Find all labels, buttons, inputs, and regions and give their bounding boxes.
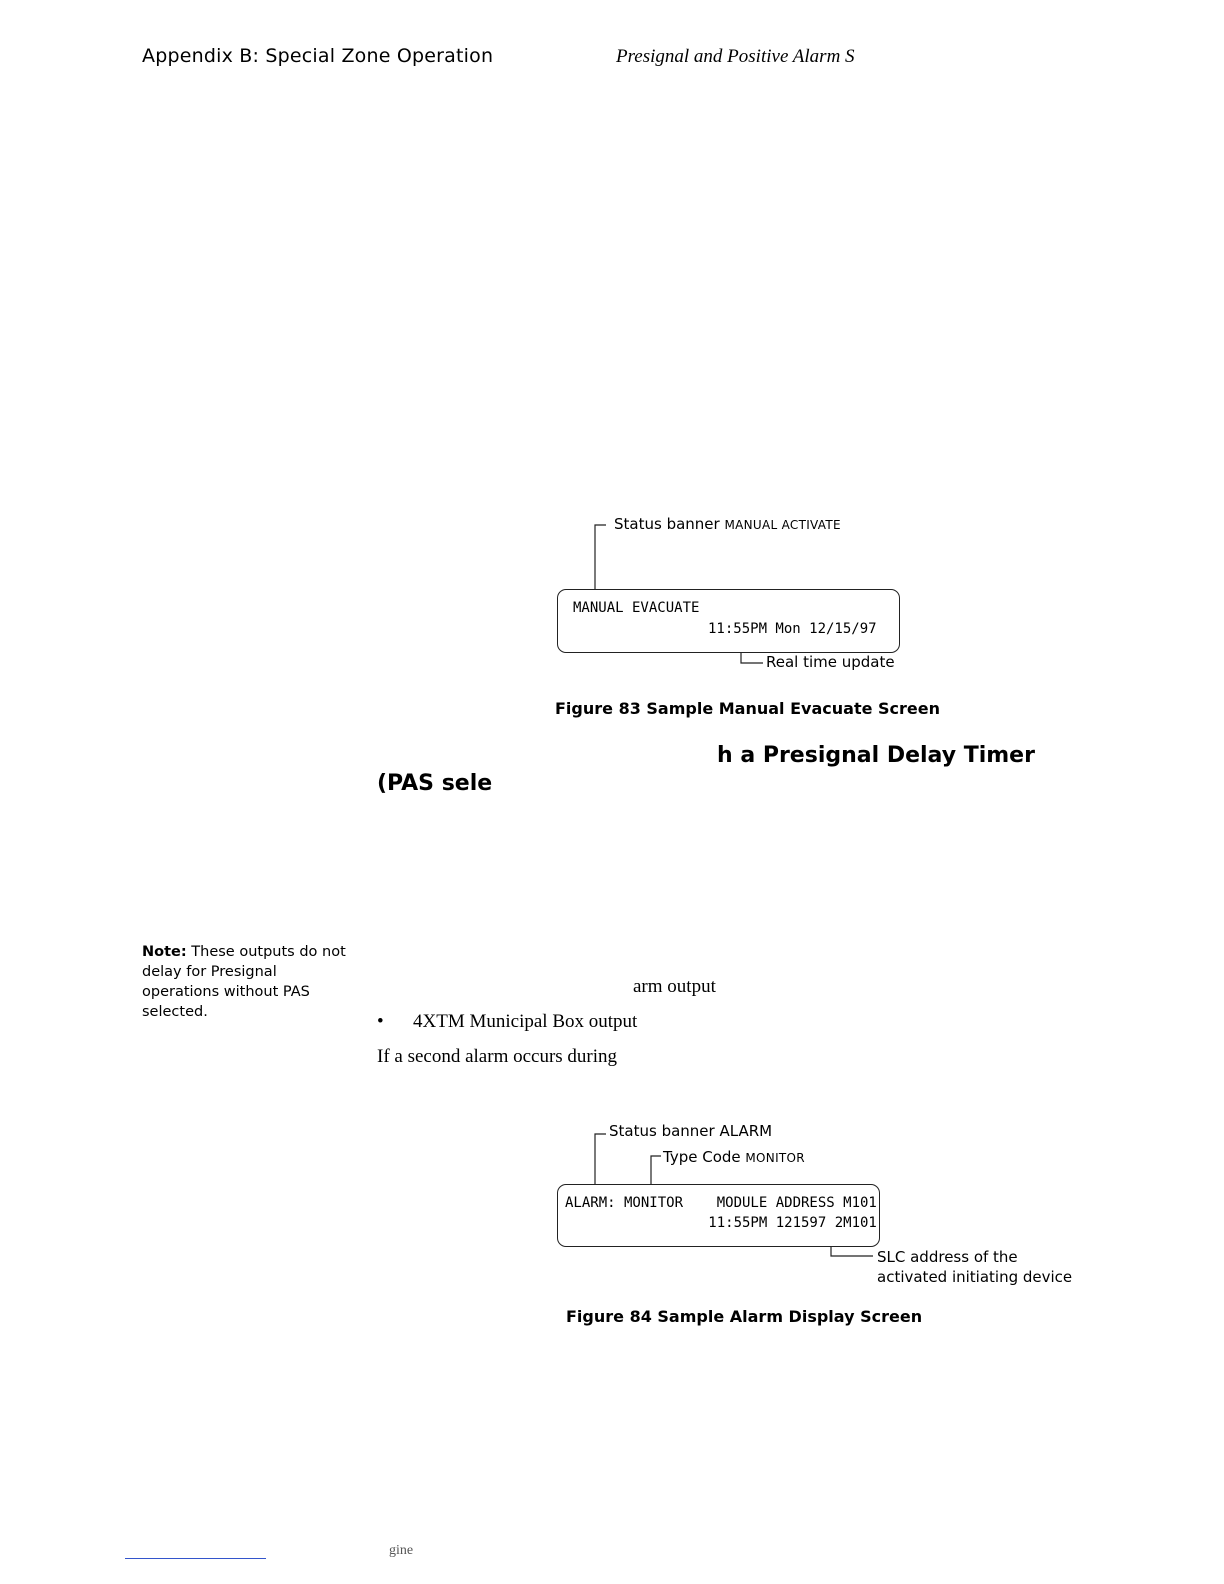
fig83-lcd-line1: MANUAL EVACUATE bbox=[573, 600, 700, 616]
body-fragment-alarm-output: arm output bbox=[633, 976, 716, 997]
margin-note-label: Note: bbox=[142, 944, 187, 960]
bullet-marker: • bbox=[377, 1011, 384, 1032]
fig84-status-banner-callout: Status banner ALARM bbox=[609, 1122, 773, 1140]
footer-text: gine bbox=[389, 1543, 414, 1558]
fig84-slc-callout-line2: activated initiating device bbox=[877, 1268, 1073, 1286]
fig83-caption: Figure 83 Sample Manual Evacuate Screen bbox=[555, 699, 940, 718]
running-header-section: Appendix B: Special Zone Operation bbox=[142, 45, 494, 67]
margin-note-text: These outputs do not delay for Presignal… bbox=[142, 944, 346, 1020]
fig84-lcd-line2: 11:55PM 121597 2M101 bbox=[565, 1215, 877, 1231]
fig84-lcd-line1: ALARM: MONITOR MODULE ADDRESS M101 bbox=[565, 1195, 877, 1211]
fig84-lcd-display: ALARM: MONITOR MODULE ADDRESS M101 11:55… bbox=[557, 1184, 880, 1247]
fig83-real-time-callout: Real time update bbox=[766, 653, 895, 671]
fig84-caption: Figure 84 Sample Alarm Display Screen bbox=[566, 1307, 923, 1326]
footer-link-underline bbox=[125, 1558, 266, 1559]
margin-note: Note: These outputs do not delay for Pre… bbox=[142, 942, 352, 1022]
fig83-lcd-line2: 11:55PM Mon 12/15/97 bbox=[708, 621, 877, 637]
section-heading-line2: (PAS sele bbox=[377, 771, 493, 796]
fig83-status-banner-callout: Status banner MANUAL ACTIVATE bbox=[614, 515, 841, 533]
running-header-chapter: Presignal and Positive Alarm S bbox=[616, 46, 855, 67]
section-heading-line1: h a Presignal Delay Timer bbox=[717, 743, 1035, 768]
bullet-item-municipal-box: 4XTM Municipal Box output bbox=[413, 1011, 638, 1032]
fig84-slc-callout-line1: SLC address of the bbox=[877, 1248, 1018, 1266]
fig84-type-code-callout: Type Code MONITOR bbox=[663, 1148, 805, 1166]
body-paragraph-second-alarm: If a second alarm occurs during bbox=[377, 1046, 618, 1067]
fig83-lcd-display: MANUAL EVACUATE 11:55PM Mon 12/15/97 bbox=[557, 589, 900, 653]
